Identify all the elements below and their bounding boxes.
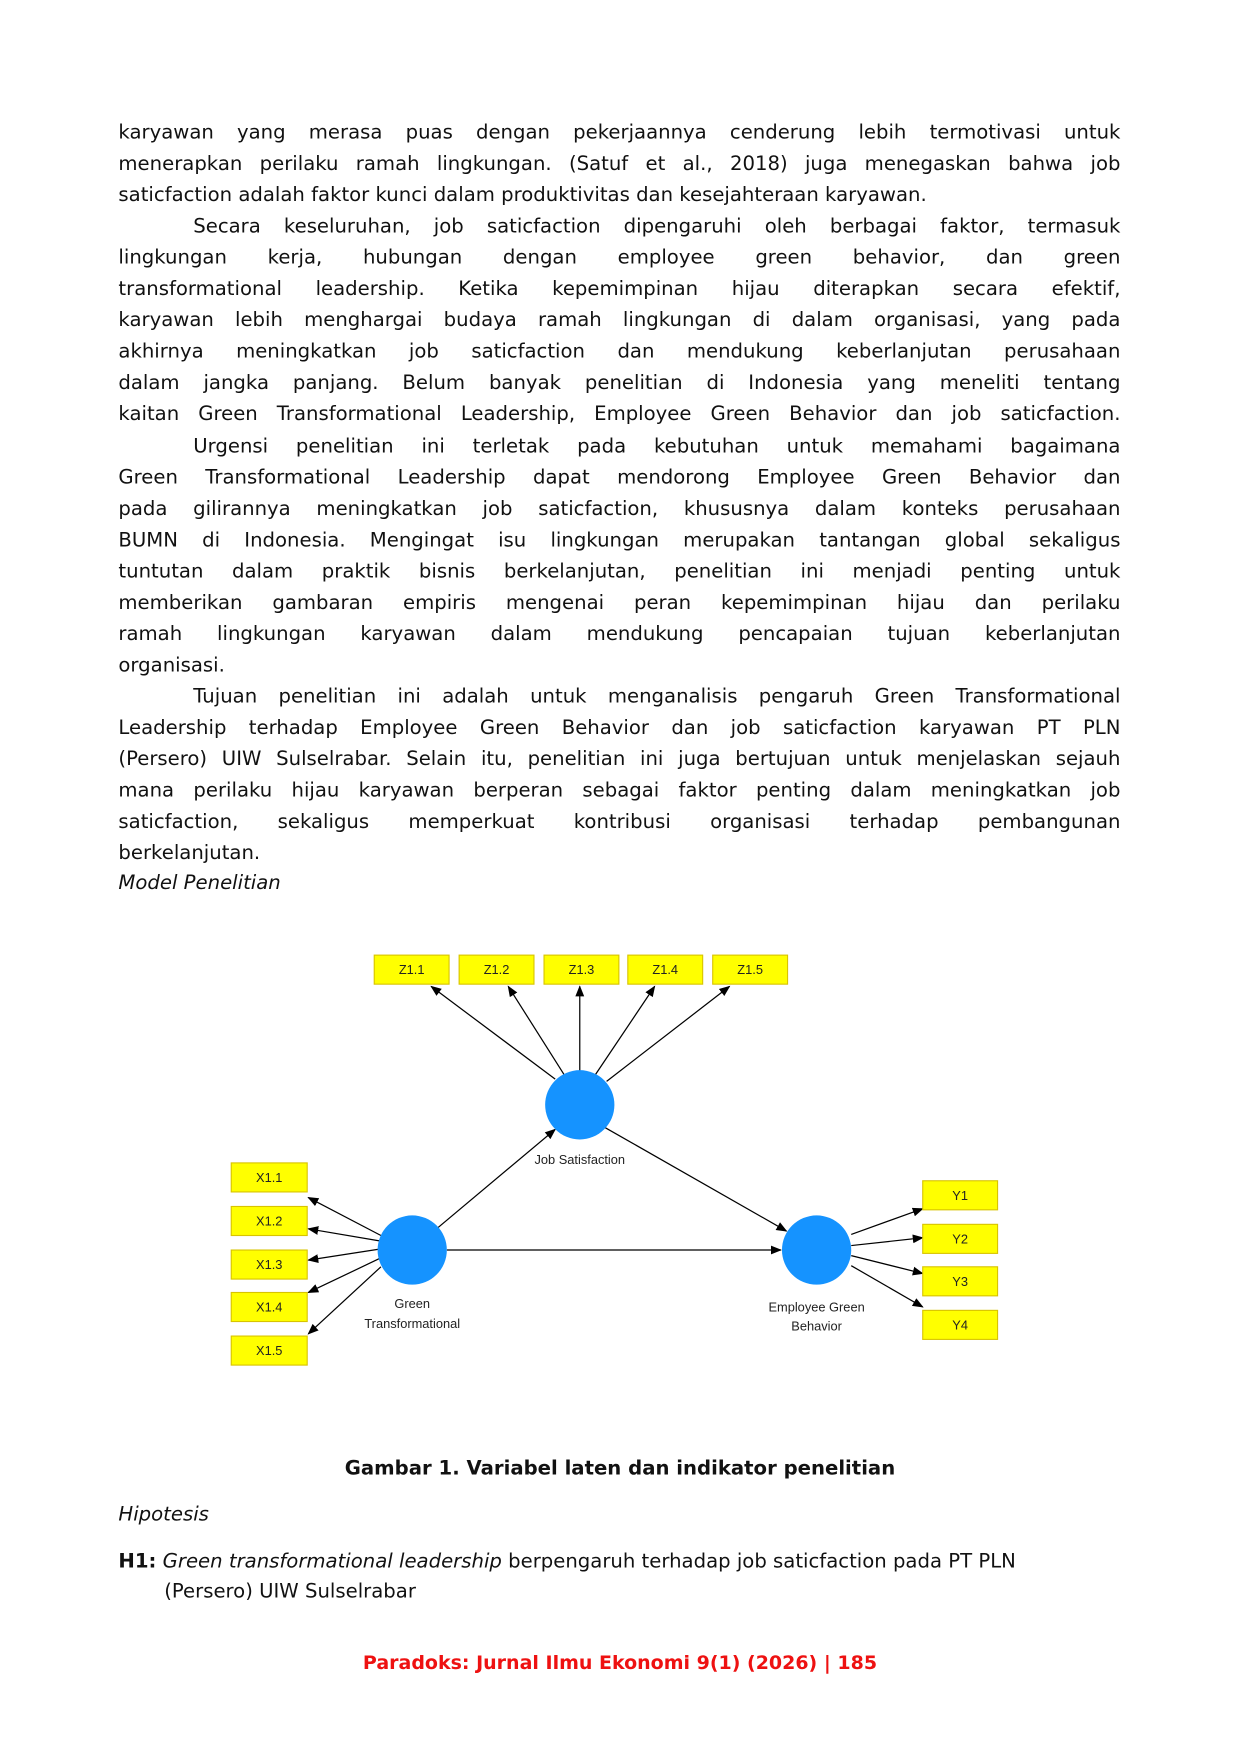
indicator-box-y: Y1 xyxy=(922,1180,999,1211)
path-arrow xyxy=(430,985,556,1080)
indicator-box-z-label: Z1.5 xyxy=(737,962,763,977)
indicator-box-x-label: X1.2 xyxy=(256,1213,282,1228)
body-text-line: berkelanjutan. xyxy=(118,842,261,865)
body-text-line: Green Transformational Leadership dapat … xyxy=(118,466,1121,489)
body-text-line: menerapkan perilaku ramah lingkungan. (S… xyxy=(118,153,1121,176)
body-text-line: Urgensi penelitian ini terletak pada keb… xyxy=(193,435,1121,458)
body-text-line: ramah lingkungan karyawan dalam mendukun… xyxy=(118,623,1121,646)
body-text-line: transformational leadership. Ketika kepe… xyxy=(118,278,1121,301)
indicator-box-z-label: Z1.2 xyxy=(484,962,510,977)
body-text-line: memberikan gambaran empiris mengenai per… xyxy=(118,591,1121,615)
path-arrow xyxy=(851,1255,924,1276)
indicator-box-x: X1.4 xyxy=(230,1291,308,1323)
indicator-box-y-label: Y1 xyxy=(952,1188,968,1203)
indicator-box-x-label: X1.5 xyxy=(256,1343,282,1358)
indicator-box-y-label: Y4 xyxy=(952,1317,968,1332)
body-text-line: tuntutan dalam praktik bisnis berkelanju… xyxy=(118,560,1121,583)
latent-job-satisfaction xyxy=(545,1070,615,1140)
h1-label: H1: xyxy=(118,1550,157,1573)
body-text-line: Secara keseluruhan, job saticfaction dip… xyxy=(193,215,1121,239)
path-arrow xyxy=(307,1248,382,1263)
label-green-transformational-1: Green xyxy=(394,1296,430,1311)
path-arrow xyxy=(604,1126,788,1232)
path-arrow xyxy=(437,1128,557,1229)
body-text-line: akhirnya meningkatkan job saticfaction d… xyxy=(118,341,1121,364)
label-green-transformational-2: Transformational xyxy=(364,1316,460,1331)
page-footer: Paradoks: Jurnal Ilmu Ekonomi 9(1) (2026… xyxy=(362,1652,878,1675)
hypothesis-heading: Hipotesis xyxy=(118,1503,209,1526)
path-arrow xyxy=(307,1266,382,1335)
path-arrow xyxy=(307,1226,382,1242)
body-text-line: organisasi. xyxy=(118,654,225,677)
body-text-line: karyawan yang merasa puas dengan pekerja… xyxy=(118,121,1121,145)
body-text-line: Tujuan penelitian ini adalah untuk menga… xyxy=(193,685,1121,709)
indicator-box-z: Z1.4 xyxy=(627,954,704,985)
indicator-box-y: Y2 xyxy=(922,1223,999,1254)
h1-italic: Green transformational leadership xyxy=(162,1550,502,1573)
body-text-line: karyawan lebih menghargai budaya ramah l… xyxy=(118,309,1121,333)
indicator-box-x: X1.5 xyxy=(230,1335,308,1366)
path-arrow xyxy=(850,1265,924,1308)
body-text-line: saticfaction adalah faktor kunci dalam p… xyxy=(118,184,927,207)
indicator-box-x-label: X1.3 xyxy=(256,1257,282,1272)
indicator-box-y-label: Y3 xyxy=(952,1274,968,1289)
indicator-box-x: X1.2 xyxy=(230,1205,308,1237)
body-text-line: pada gilirannya meningkatkan job saticfa… xyxy=(118,497,1121,521)
body-text-line: saticfaction, sekaligus memperkuat kontr… xyxy=(118,811,1121,834)
indicator-box-z-label: Z1.3 xyxy=(569,962,595,977)
path-arrow xyxy=(851,1207,924,1235)
h1-text: berpengaruh terhadap job saticfaction pa… xyxy=(501,1550,1016,1573)
indicator-box-y-label: Y2 xyxy=(952,1231,968,1246)
model-heading: Model Penelitian xyxy=(118,872,281,895)
indicator-box-y: Y4 xyxy=(922,1309,999,1340)
indicator-box-z-label: Z1.1 xyxy=(399,962,425,977)
indicator-box-z: Z1.1 xyxy=(373,954,450,985)
body-text-line: mana perilaku hijau karyawan berperan se… xyxy=(118,779,1121,803)
hypothesis-h1-line2: (Persero) UIW Sulselrabar xyxy=(164,1580,416,1604)
body-text-line: (Persero) UIW Sulselrabar. Selain itu, p… xyxy=(118,748,1121,771)
indicator-box-x: X1.3 xyxy=(230,1249,308,1280)
path-arrow xyxy=(594,985,656,1075)
indicator-box-x-label: X1.1 xyxy=(256,1170,282,1185)
path-arrow xyxy=(507,985,565,1075)
indicator-box-z: Z1.5 xyxy=(712,954,789,985)
indicator-box-z-label: Z1.4 xyxy=(652,962,678,977)
body-text-line: kaitan Green Transformational Leadership… xyxy=(118,403,1121,427)
indicator-box-x: X1.1 xyxy=(230,1162,308,1193)
path-arrow xyxy=(307,1257,382,1294)
hypothesis-h1: H1: Green transformational leadership be… xyxy=(118,1551,1120,1573)
path-arrow xyxy=(851,1234,924,1247)
label-job-satisfaction: Job Satisfaction xyxy=(534,1152,625,1167)
body-text-line: Leadership terhadap Employee Green Behav… xyxy=(118,717,1121,740)
indicator-box-z: Z1.2 xyxy=(458,954,535,985)
label-employee-green-behavior-2: Behavior xyxy=(791,1318,842,1333)
body-text-line: BUMN di Indonesia. Mengingat isu lingkun… xyxy=(118,529,1121,552)
indicator-box-x-label: X1.4 xyxy=(256,1299,282,1314)
body-text-line: dalam jangka panjang. Belum banyak penel… xyxy=(118,372,1121,395)
path-arrow xyxy=(307,1196,382,1237)
figure-caption: Gambar 1. Variabel laten dan indikator p… xyxy=(344,1457,896,1481)
label-employee-green-behavior-1: Employee Green xyxy=(768,1299,864,1314)
indicator-box-y: Y3 xyxy=(922,1266,999,1297)
path-arrow xyxy=(606,985,731,1082)
latent-employee-green-behavior xyxy=(781,1215,852,1285)
body-text-line: lingkungan kerja, hubungan dengan employ… xyxy=(118,247,1121,270)
indicator-box-z: Z1.3 xyxy=(543,954,620,985)
latent-green-transformational xyxy=(377,1215,447,1285)
